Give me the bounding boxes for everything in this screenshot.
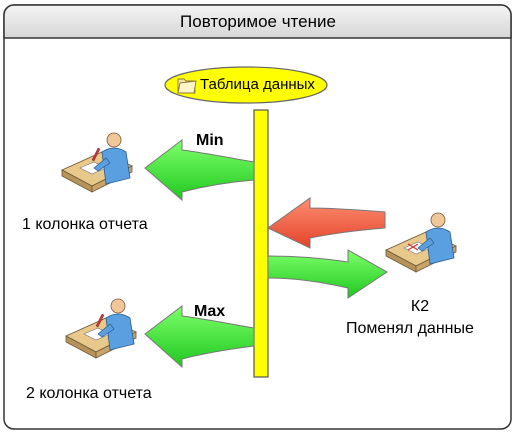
k2-action-label: Поменял данные [346, 320, 474, 337]
person-at-desk-icon-k2 [384, 212, 458, 273]
max-arrow [144, 304, 255, 369]
person-at-desk-icon-1 [60, 132, 134, 193]
max-label: Max [194, 303, 226, 320]
min-arrow [144, 138, 255, 202]
report-column-1-label: 1 колонка отчета [22, 216, 148, 233]
person-at-desk-icon-2 [64, 298, 138, 359]
folder-icon [177, 78, 197, 94]
k2-write-arrow [267, 197, 386, 249]
table-ellipse [164, 66, 328, 104]
table-timeline-bar [253, 109, 269, 378]
min-label: Min [196, 132, 224, 149]
data-table-label: Таблица данных [200, 76, 315, 93]
report-column-2-label: 2 колонка отчета [26, 385, 152, 402]
k2-read-arrow [267, 249, 388, 299]
k2-name-label: К2 [410, 298, 430, 315]
diagram-title: Повторимое чтение [180, 12, 336, 31]
title-bar [3, 4, 512, 39]
